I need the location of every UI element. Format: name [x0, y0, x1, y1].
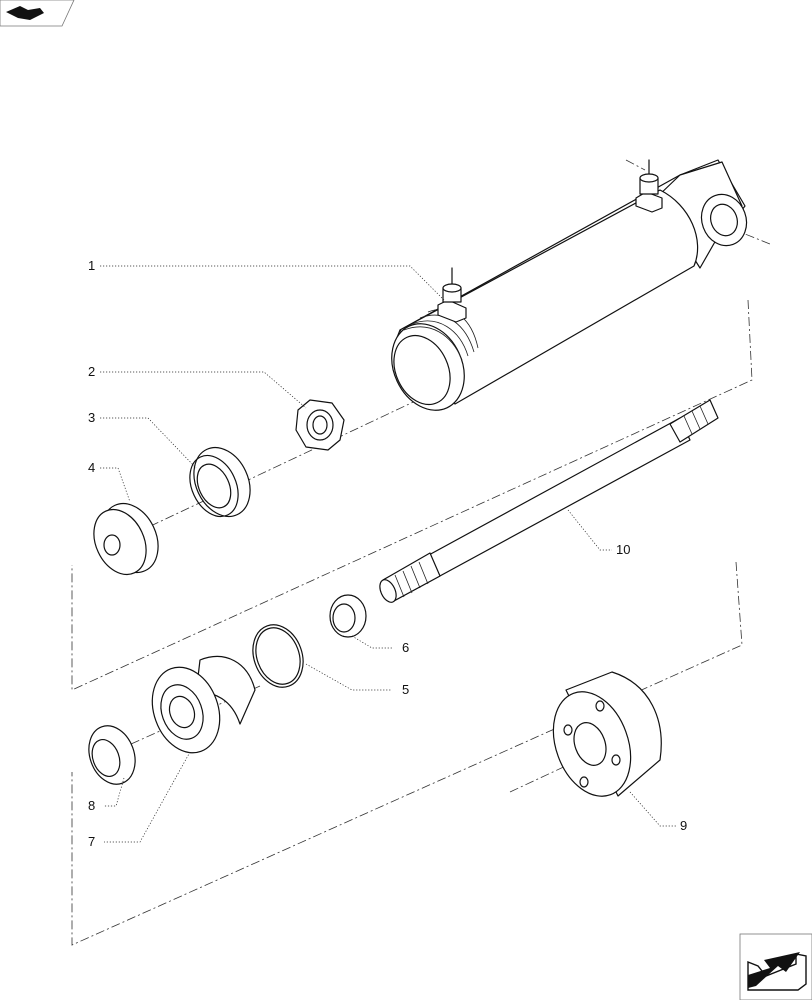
callout-7: 7: [88, 834, 95, 849]
end-cap-block: [552, 671, 662, 797]
callout-9: 9: [680, 818, 687, 833]
cylinder-barrel: [391, 159, 748, 411]
hydraulic-fitting-front: [437, 267, 467, 323]
callout-2: 2: [88, 364, 95, 379]
next-page-arrow-icon[interactable]: [739, 933, 812, 1000]
back-arrow-icon[interactable]: [0, 0, 75, 27]
hydraulic-fitting-rear: [635, 159, 663, 213]
hex-nut: [295, 399, 345, 451]
piston: [93, 502, 159, 576]
callout-3: 3: [88, 410, 95, 425]
cylinder-gland: [151, 655, 256, 754]
rod-bushing: [329, 594, 367, 638]
callout-4: 4: [88, 460, 95, 475]
seal-ring: [189, 446, 251, 518]
callout-10: 10: [616, 542, 630, 557]
callout-1: 1: [88, 258, 95, 273]
callout-5: 5: [402, 682, 409, 697]
wiper-seal: [88, 725, 136, 785]
o-ring: [252, 624, 304, 688]
callout-6: 6: [402, 640, 409, 655]
callout-8: 8: [88, 798, 95, 813]
piston-rod: [379, 399, 719, 603]
